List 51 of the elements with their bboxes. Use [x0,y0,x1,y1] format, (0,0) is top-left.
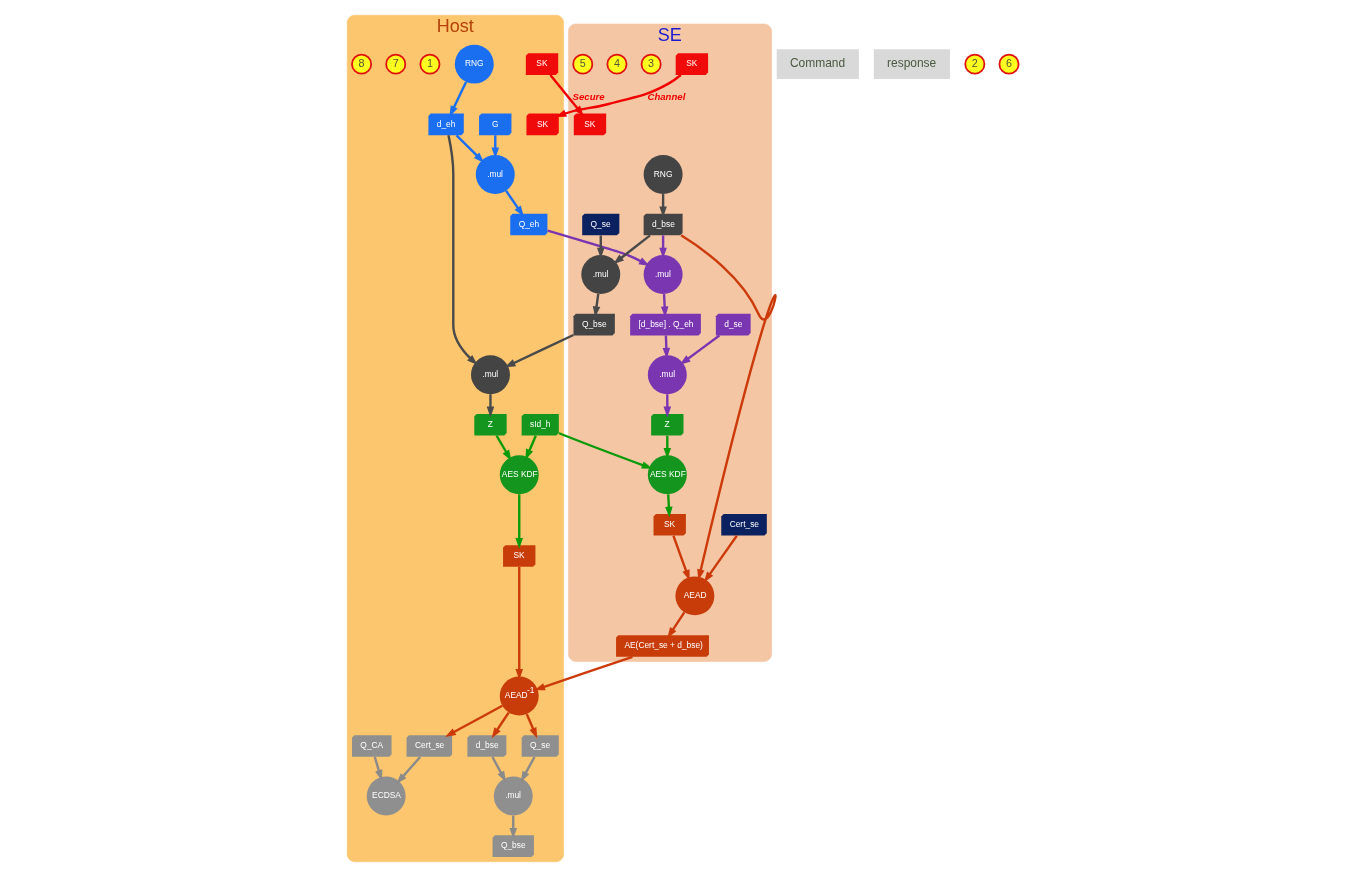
arrow [524,435,537,461]
node-box: Command [776,49,859,80]
arrow [612,234,651,265]
arrow [448,81,467,117]
node-circle: .mul [493,776,533,816]
node-circle: 5 [571,53,593,75]
arrow [514,566,523,680]
arrow [679,334,720,365]
arrow [495,435,511,461]
node-circle: 2 [963,53,985,75]
node-circle: AES KDF [499,455,539,495]
arrow [558,432,652,469]
arrow [663,435,671,459]
node-circle: 7 [384,53,406,75]
arrow [486,394,494,418]
arrow [680,234,776,581]
arrow [446,134,478,366]
arrow [663,394,671,418]
arrow [546,229,650,266]
node-circle: AES KDF [647,455,687,495]
node-circle: 1 [418,53,440,75]
arrow [504,333,574,368]
edge-label: Channel [647,91,685,103]
arrow [396,756,421,784]
node-circle: ECDSA [366,776,406,816]
arrow [520,756,536,782]
node-circle: .mul [470,355,510,395]
node-circle: RNG [643,154,683,194]
node-circle: 6 [998,53,1019,75]
arrow [514,494,523,549]
arrow [444,704,503,737]
arrow [664,494,673,518]
arrow [491,711,510,739]
arrow [703,535,738,583]
node-circle: 4 [605,53,627,75]
arrow [373,756,382,781]
node-box: response [873,49,950,80]
arrow [490,756,506,782]
arrow [666,611,685,639]
arrow [455,134,484,163]
node-circle: 8 [350,53,372,75]
arrow [525,713,537,739]
arrow [671,535,690,581]
node-circle: AEAD [674,576,714,616]
node-circle: .mul [643,255,683,295]
node-circle: 3 [640,53,662,75]
node-circle: .mul [647,355,687,395]
edge-label: Secure [572,91,605,103]
arrow [504,190,524,217]
node-circle: .mul [580,255,620,295]
node-circle: RNG [454,44,494,84]
